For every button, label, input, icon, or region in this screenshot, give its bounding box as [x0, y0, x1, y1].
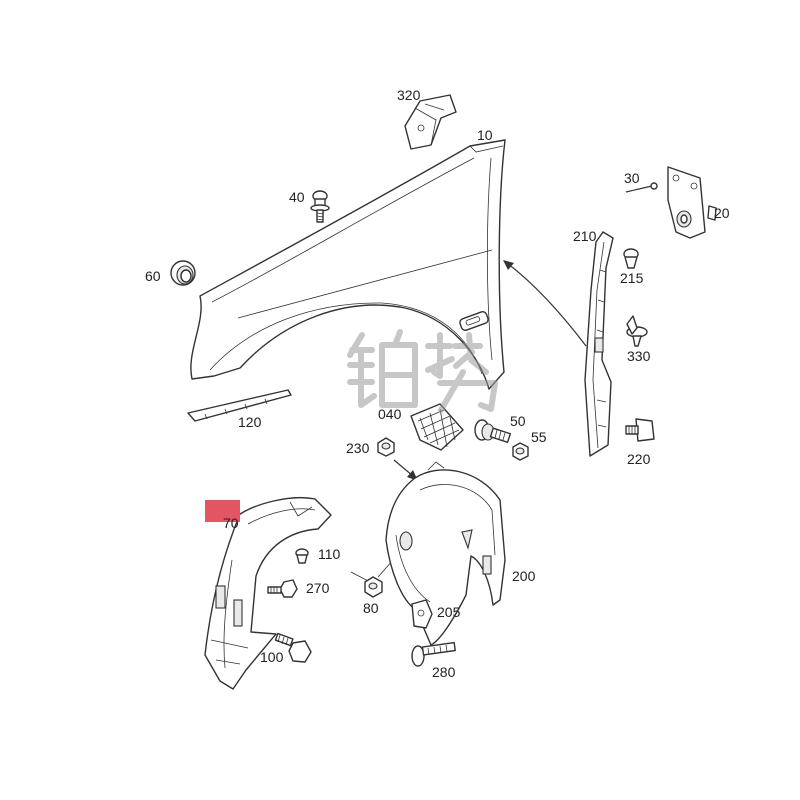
callout-040: 040 — [378, 406, 402, 422]
callout-330: 330 — [627, 348, 651, 364]
part-040-grille — [410, 403, 464, 451]
callout-220: 220 — [627, 451, 651, 467]
callout-120: 120 — [238, 414, 262, 430]
callout-200: 200 — [512, 568, 536, 584]
part-40-bolt — [310, 190, 330, 223]
highlight-marker — [205, 500, 240, 522]
part-20-bracket — [667, 166, 717, 239]
callout-30: 30 — [624, 170, 640, 186]
part-205-clip — [411, 599, 433, 629]
part-55-nut — [512, 442, 529, 461]
part-270-screw — [267, 579, 298, 598]
arrow-230-to-liner — [393, 459, 414, 477]
callout-280: 280 — [432, 664, 456, 680]
callout-10: 10 — [477, 127, 493, 143]
callout-110: 110 — [318, 546, 341, 562]
part-215-clip — [623, 248, 639, 269]
callout-100: 100 — [260, 649, 284, 665]
part-50-bolt — [474, 419, 512, 444]
part-110-clip — [295, 548, 309, 564]
callout-320: 320 — [397, 87, 421, 103]
arrowhead-210 — [503, 260, 514, 270]
part-120-trim-strip — [187, 389, 292, 422]
callout-70: 70 — [223, 515, 239, 531]
part-100-screw — [274, 632, 312, 663]
callout-60: 60 — [145, 268, 161, 284]
callout-50: 50 — [510, 413, 526, 429]
part-10-fender — [190, 139, 506, 390]
part-60-grommet — [170, 260, 196, 286]
callout-40: 40 — [289, 189, 305, 205]
part-70-liner — [204, 497, 332, 690]
watermark — [347, 329, 498, 413]
part-280-screw — [411, 641, 456, 667]
callout-205: 205 — [437, 604, 461, 620]
callout-230: 230 — [346, 440, 370, 456]
callout-210: 210 — [573, 228, 597, 244]
part-220-screw — [625, 418, 655, 442]
part-330-push-rivet — [626, 315, 648, 347]
callout-55: 55 — [531, 429, 547, 445]
callout-80: 80 — [363, 600, 379, 616]
callout-270: 270 — [306, 580, 330, 596]
part-320-bracket — [404, 94, 457, 150]
part-210-bracket — [584, 231, 614, 457]
part-80-nut — [364, 576, 383, 598]
arrow-210-to-fender — [506, 262, 587, 347]
callout-20: 20 — [714, 205, 730, 221]
part-230-nut — [377, 437, 395, 457]
callout-215: 215 — [620, 270, 644, 286]
part-200-liner — [385, 461, 506, 646]
part-30-pin — [625, 182, 658, 193]
